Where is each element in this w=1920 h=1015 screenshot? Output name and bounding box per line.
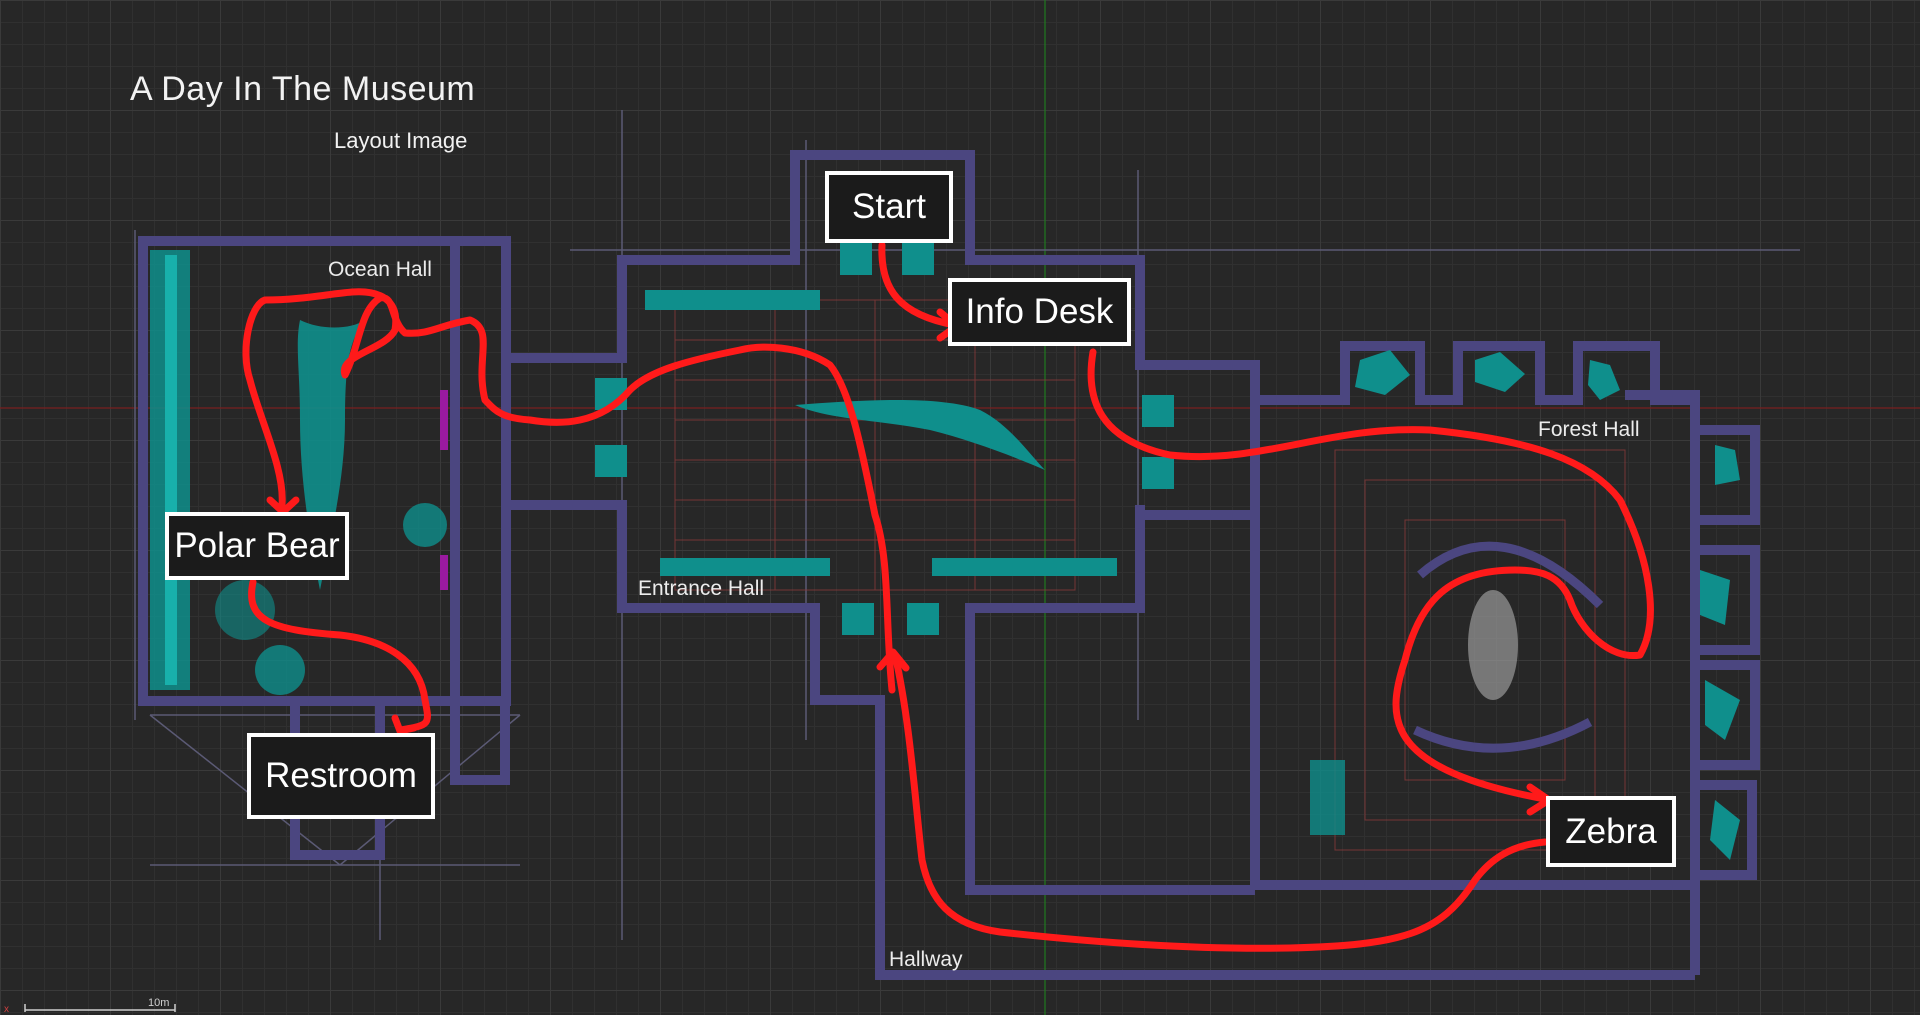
scale-bar (24, 1004, 176, 1012)
scale-bar-label: 10m (148, 997, 170, 1009)
page-title: A Day In The Museum (130, 70, 476, 108)
page-subtitle: Layout Image (334, 128, 468, 153)
stop-start[interactable]: Start (825, 171, 953, 243)
hall-label-forest: Forest Hall (1538, 418, 1640, 441)
walls (138, 150, 1760, 980)
stop-zebra[interactable]: Zebra (1546, 796, 1676, 867)
accent-panels (440, 390, 448, 590)
origin-marker: x (4, 1004, 9, 1015)
exhibit-bench (932, 558, 1117, 576)
stop-restroom[interactable]: Restroom (247, 733, 435, 819)
exhibits (150, 243, 1740, 860)
stop-info-desk[interactable]: Info Desk (948, 278, 1131, 346)
exhibit-bench (660, 558, 830, 576)
skeleton-exhibit (795, 400, 1045, 470)
forest-arcs (1413, 541, 1604, 753)
ocean-hall-walls (138, 236, 511, 706)
stop-polar-bear[interactable]: Polar Bear (165, 512, 349, 580)
hall-label-hallway: Hallway (889, 948, 963, 971)
exhibit-bench (645, 290, 820, 310)
hall-label-entrance: Entrance Hall (638, 577, 765, 600)
visitor-route (242, 241, 1654, 952)
hall-label-ocean: Ocean Hall (328, 258, 432, 281)
central-sculpture (1468, 590, 1518, 700)
